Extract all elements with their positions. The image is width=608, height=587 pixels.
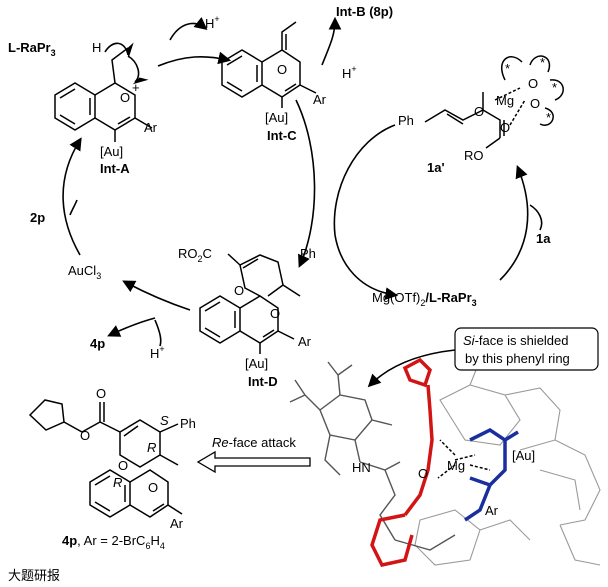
re-face-label: Re-face attack (212, 435, 296, 450)
h-plus-top: H+ (205, 14, 220, 31)
arrow-intc-to-intd (295, 99, 316, 268)
model-mg: Mg (447, 458, 465, 473)
arrow-note-to-model (367, 349, 456, 388)
int-d-ph: Ph (300, 246, 316, 261)
label-1a: 1a (536, 231, 551, 246)
arrow-2p-in (69, 199, 78, 216)
ph-1a: Ph (398, 113, 414, 128)
svg-text:O: O (270, 306, 280, 321)
arrow-aucl3-to-inta (62, 137, 82, 256)
electron-arrow (104, 42, 134, 59)
label-2p: 2p (30, 210, 45, 225)
prod-s: S (160, 413, 169, 428)
h-a: H (92, 40, 101, 55)
model-hn: HN (352, 460, 371, 475)
svg-text:O: O (96, 386, 106, 401)
int-d-au: [Au] (245, 356, 268, 371)
svg-text:O: O (277, 62, 287, 77)
aucl3: AuCl3 (68, 263, 101, 281)
catalytic-cycle-arrows (62, 16, 543, 474)
note-line2: by this phenyl ring (465, 351, 570, 366)
arrow-1a-prime-to-intd (333, 124, 399, 300)
int-a-au: [Au] (100, 144, 123, 159)
label-1a-prime: 1a' (427, 160, 445, 175)
int-d-ar: Ar (298, 334, 312, 349)
svg-text:O: O (500, 120, 510, 135)
arrow-1a-in (529, 204, 543, 231)
svg-text:O: O (528, 76, 538, 91)
arrow-int-b (321, 16, 342, 66)
arrow-mgotf-to-1a-prime (499, 165, 529, 281)
svg-text:O: O (474, 104, 484, 119)
ro-1a: RO (464, 148, 484, 163)
int-d-ro2c: RO2C (178, 246, 212, 264)
int-c-structure (221, 21, 317, 108)
svg-text:*: * (540, 55, 545, 70)
int-b-label: Int-B (8p) (336, 4, 393, 19)
prod-r1: R (147, 440, 156, 455)
arrow-h-plus-top (169, 17, 208, 41)
arrow-h-plus-bottom (154, 319, 162, 347)
svg-text:*: * (505, 61, 510, 76)
prod-o2: O (148, 480, 158, 495)
int-a-label: Int-A (100, 161, 130, 176)
prod-r2: R (113, 475, 122, 490)
svg-text:O: O (120, 90, 130, 105)
product-4p-structure (28, 399, 183, 518)
svg-text:*: * (546, 110, 551, 125)
si-face-note-box (454, 327, 599, 371)
prod-o1: O (118, 458, 128, 473)
watermark: 大题研报 (8, 568, 60, 583)
svg-text:*: * (552, 80, 557, 95)
int-a-structure (54, 47, 153, 142)
int-d-structure (199, 253, 301, 354)
prod-ar: Ar (170, 516, 184, 531)
mg-complex-1a-prime: * * * * O O (424, 55, 564, 149)
rapr-label: L-RaPr3 (8, 40, 56, 58)
h-plus-bottom: H+ (150, 344, 165, 361)
note-line1: Si-face is shielded (463, 333, 569, 348)
arrow-intd-to-aucl3 (122, 280, 191, 311)
prod-label: 4p, Ar = 2-BrC6H4 (62, 533, 165, 551)
svg-text:O: O (234, 283, 244, 298)
svg-text:O: O (530, 96, 540, 111)
arrow-inta-to-intc (157, 51, 232, 67)
svg-text:O: O (80, 428, 90, 443)
mg-1a: Mg (496, 93, 514, 108)
text-labels: L-RaPr3 H O + Ar [Au] Int-A H+ O Ar [Au]… (8, 4, 570, 583)
electron-arrow-2 (127, 55, 149, 85)
re-face-arrow (196, 450, 311, 474)
int-c-au: [Au] (265, 110, 288, 125)
int-d-label: Int-D (248, 374, 278, 389)
mg-otf-label: Mg(OTf)2/L-RaPr3 (372, 290, 477, 308)
h-plus-right: H+ (342, 64, 357, 81)
model-au: [Au] (512, 448, 535, 463)
label-4p-left: 4p (90, 336, 105, 351)
int-c-ar: Ar (313, 92, 327, 107)
prod-ph: Ph (180, 416, 196, 431)
model-ar: Ar (485, 503, 499, 518)
model-o: O (418, 466, 428, 481)
arrow-4p-out (107, 317, 156, 337)
transition-state-model (289, 357, 601, 567)
int-a-ar: Ar (144, 120, 158, 135)
int-c-label: Int-C (267, 128, 297, 143)
svg-text:+: + (132, 80, 140, 95)
